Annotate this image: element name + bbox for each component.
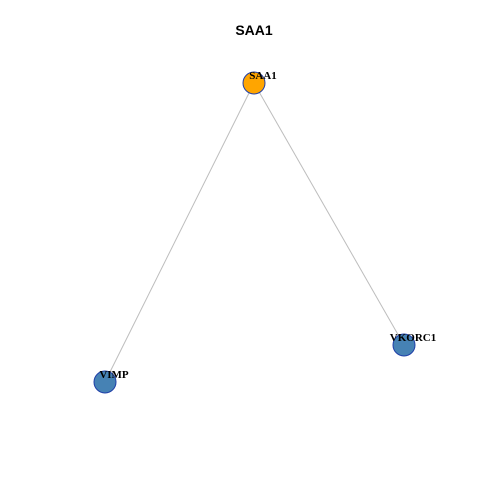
node-saa1[interactable] (242, 71, 266, 95)
node-vkorc1[interactable] (392, 333, 416, 357)
node-label-vkorc1: VKORC1 (390, 332, 436, 344)
edges-layer (104, 82, 405, 383)
edge-saa1-vimp (104, 82, 255, 383)
nodes-layer (93, 71, 416, 394)
node-label-vimp: VIMP (99, 369, 129, 381)
edge-saa1-vkorc1 (253, 82, 405, 346)
node-label-saa1: SAA1 (249, 70, 277, 82)
node-vimp[interactable] (93, 370, 117, 394)
graph-title: SAA1 (235, 22, 273, 38)
